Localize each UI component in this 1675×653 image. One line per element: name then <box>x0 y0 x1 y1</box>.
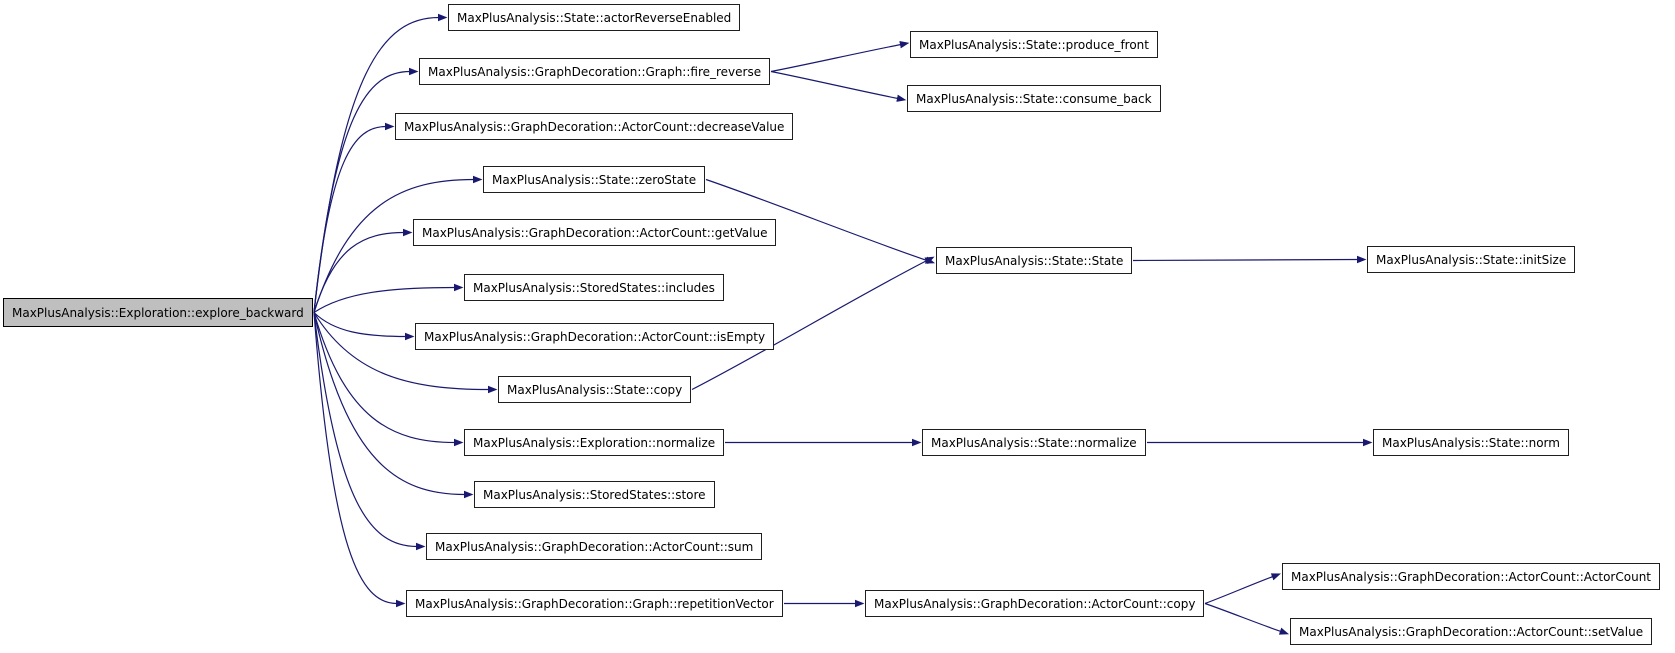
call-edge-explore_backward-to-store <box>313 312 474 499</box>
call-edge-actorcount_copy-to-actorcount_actorcount <box>1204 573 1281 605</box>
node-includes[interactable]: MaxPlusAnalysis::StoredStates::includes <box>464 274 724 301</box>
call-edge-fire_reverse-to-produce_front <box>770 41 910 73</box>
call-edge-explore_backward-to-sum <box>313 312 426 551</box>
node-initsize[interactable]: MaxPlusAnalysis::State::initSize <box>1367 246 1576 273</box>
call-edge-zerostate-to-state <box>705 178 936 264</box>
call-edge-explore_backward-to-repetitionvector <box>313 312 406 608</box>
call-edge-explore_backward-to-decreasevalue <box>313 122 395 313</box>
node-isempty[interactable]: MaxPlusAnalysis::GraphDecoration::ActorC… <box>415 323 775 350</box>
node-decreasevalue[interactable]: MaxPlusAnalysis::GraphDecoration::ActorC… <box>395 113 794 140</box>
call-edge-state-to-initsize <box>1132 255 1367 264</box>
call-edge-explore_backward-to-copy <box>313 312 498 394</box>
call-edge-explore_backward-to-zerostate <box>313 175 483 313</box>
call-edge-explore_backward-to-getvalue <box>313 228 413 313</box>
node-copy[interactable]: MaxPlusAnalysis::State::copy <box>498 376 692 403</box>
node-store[interactable]: MaxPlusAnalysis::StoredStates::store <box>474 481 715 508</box>
node-norm[interactable]: MaxPlusAnalysis::State::norm <box>1373 429 1569 456</box>
call-edge-copy-to-state <box>691 256 935 391</box>
node-repetitionvector[interactable]: MaxPlusAnalysis::GraphDecoration::Graph:… <box>406 590 783 617</box>
node-actorcount-copy[interactable]: MaxPlusAnalysis::GraphDecoration::ActorC… <box>865 590 1205 617</box>
call-edge-explore_backward-to-isempty <box>313 312 415 341</box>
node-setvalue[interactable]: MaxPlusAnalysis::GraphDecoration::ActorC… <box>1290 618 1653 645</box>
node-zerostate[interactable]: MaxPlusAnalysis::State::zeroState <box>483 166 706 193</box>
call-edge-explore_backward-to-normalize <box>313 312 464 447</box>
node-state-normalize[interactable]: MaxPlusAnalysis::State::normalize <box>922 429 1146 456</box>
call-edge-explore_backward-to-includes <box>313 283 464 314</box>
call-edge-fire_reverse-to-consume_back <box>770 70 907 102</box>
call-edges-group <box>313 13 1373 635</box>
node-state[interactable]: MaxPlusAnalysis::State::State <box>936 247 1133 274</box>
node-produce-front[interactable]: MaxPlusAnalysis::State::produce_front <box>910 31 1158 58</box>
node-explore-backward[interactable]: MaxPlusAnalysis::Exploration::explore_ba… <box>3 298 313 327</box>
call-edge-actorcount_copy-to-setvalue <box>1204 602 1290 635</box>
node-normalize[interactable]: MaxPlusAnalysis::Exploration::normalize <box>464 429 725 456</box>
node-consume-back[interactable]: MaxPlusAnalysis::State::consume_back <box>907 85 1161 112</box>
node-getvalue[interactable]: MaxPlusAnalysis::GraphDecoration::ActorC… <box>413 219 777 246</box>
node-actorreverseenabled[interactable]: MaxPlusAnalysis::State::actorReverseEnab… <box>448 4 741 31</box>
node-actorcount-actorcount[interactable]: MaxPlusAnalysis::GraphDecoration::ActorC… <box>1282 563 1661 590</box>
node-sum[interactable]: MaxPlusAnalysis::GraphDecoration::ActorC… <box>426 533 763 560</box>
node-fire-reverse[interactable]: MaxPlusAnalysis::GraphDecoration::Graph:… <box>419 58 771 85</box>
